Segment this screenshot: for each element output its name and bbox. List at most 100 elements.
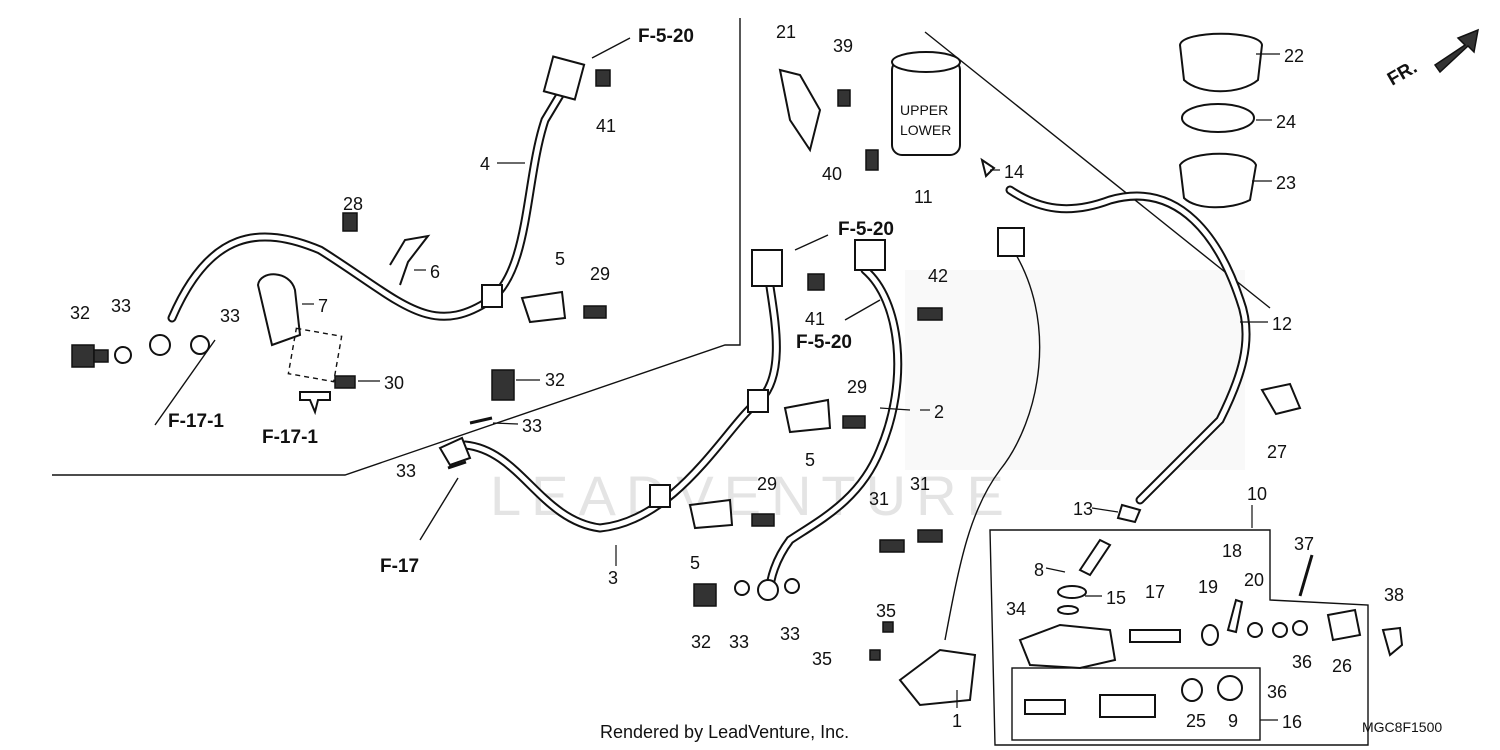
label-33d: 33 [396,461,416,481]
label-4: 4 [480,154,490,174]
cup-25 [1181,678,1203,702]
cup-9 [1217,675,1243,701]
ref-f17-1-right[interactable]: F-17-1 [262,427,318,448]
ref-f5-20-low[interactable]: F-5-20 [796,332,852,353]
label-21: 21 [776,22,796,42]
ref-f17-1-left[interactable]: F-17-1 [168,411,224,432]
label-41a: 41 [596,116,616,136]
wing-logo-watermark [905,270,1245,470]
clip-7-detail [287,327,343,383]
hose-1-fitting [997,227,1025,257]
label-41b: 41 [805,309,825,329]
reservoir-upper-mark: UPPER [900,102,948,118]
leader-line [924,31,1271,309]
label-36a: 36 [1292,652,1312,672]
piston-16 [1099,694,1156,718]
joint-8 [1078,538,1112,577]
clip-13 [1116,503,1142,524]
master-cylinder-body [1018,623,1117,670]
nut-36-b [1292,620,1308,636]
bolt-32-mid [491,369,515,401]
part-number-labels: 1 2 3 4 5 5 5 6 7 8 9 10 11 12 13 14 15 … [70,22,1404,732]
hose-3-fitting [438,436,472,467]
label-2: 2 [934,402,944,422]
f17-1-arrow-shape [299,391,331,416]
hose-4-fitting [149,334,171,356]
footer-credit: Rendered by LeadVenture, Inc. [600,722,849,742]
bolt-32-low [693,583,717,607]
washer-33-low-b [784,578,800,594]
screw-35-b [882,621,894,633]
clip-38 [1381,626,1404,657]
pin-18 [1226,598,1244,634]
label-19: 19 [1198,577,1218,597]
label-15: 15 [1106,588,1126,608]
clamp-5-upper [520,290,567,324]
washer-33-left2 [190,335,210,355]
label-23: 23 [1276,173,1296,193]
nut-20 [1247,622,1263,638]
nut-36-a [1272,622,1288,638]
label-32c: 32 [691,632,711,652]
label-33b: 33 [220,306,240,326]
label-9: 9 [1228,711,1238,731]
bracket-6 [389,234,431,286]
label-34: 34 [1006,599,1026,619]
label-42: 42 [928,266,948,286]
diagram-code: MGC8F1500 [1362,719,1442,735]
assembly-box [989,529,1369,746]
label-17: 17 [1145,582,1165,602]
leader-lines [302,53,1280,721]
label-29a: 29 [590,264,610,284]
arrow-line-f17-1-left [154,339,216,426]
bolt-29-mid [842,415,866,429]
o-ring-15 [1057,585,1087,599]
label-36b: 36 [1267,682,1287,702]
label-6: 6 [430,262,440,282]
hose-3-collar-mid [747,389,769,413]
label-30: 30 [384,373,404,393]
hose-2-fitting [854,239,886,271]
ref-f17[interactable]: F-17 [380,556,419,577]
label-32a: 32 [70,303,90,323]
kit-box [1011,667,1261,741]
label-38: 38 [1384,585,1404,605]
pin-37 [1298,554,1314,597]
bolt-29-lower [751,513,775,527]
spring-16 [1024,699,1066,715]
label-11: 11 [914,187,933,207]
hose-4-bracket [542,55,586,101]
label-32b: 32 [545,370,565,390]
boot-19 [1201,624,1219,646]
label-40: 40 [822,164,842,184]
bolt-31-a [879,539,905,553]
clamp-5-lower [688,498,734,530]
label-14: 14 [1004,162,1024,182]
label-33c: 33 [522,416,542,436]
arrow-line-f17 [419,477,459,541]
label-25: 25 [1186,711,1206,731]
diaphragm-23 [1178,152,1258,209]
label-33a: 33 [111,296,131,316]
clamp-5-mid [783,398,832,434]
label-24: 24 [1276,112,1296,132]
hose-3-bracket [751,249,783,287]
label-31a: 31 [869,489,889,509]
bolt-41-upper [595,69,611,87]
ref-f5-20-mid[interactable]: F-5-20 [838,219,894,240]
bolt-42 [917,307,943,321]
ref-f5-20-top[interactable]: F-5-20 [638,26,694,47]
hose-4-collar [481,284,503,308]
label-37: 37 [1294,534,1314,554]
label-3: 3 [608,568,618,588]
bracket-1-lower [898,648,977,707]
arrow-line-f5-20-mid [794,234,829,251]
bolt-40 [865,149,879,171]
arrow-line-f5-20-top [591,37,631,59]
label-29c: 29 [757,474,777,494]
label-33f: 33 [780,624,800,644]
bolt-39 [837,89,851,107]
direction-label: FR. [1384,57,1421,90]
label-28: 28 [343,194,363,214]
label-5a: 5 [555,249,565,269]
